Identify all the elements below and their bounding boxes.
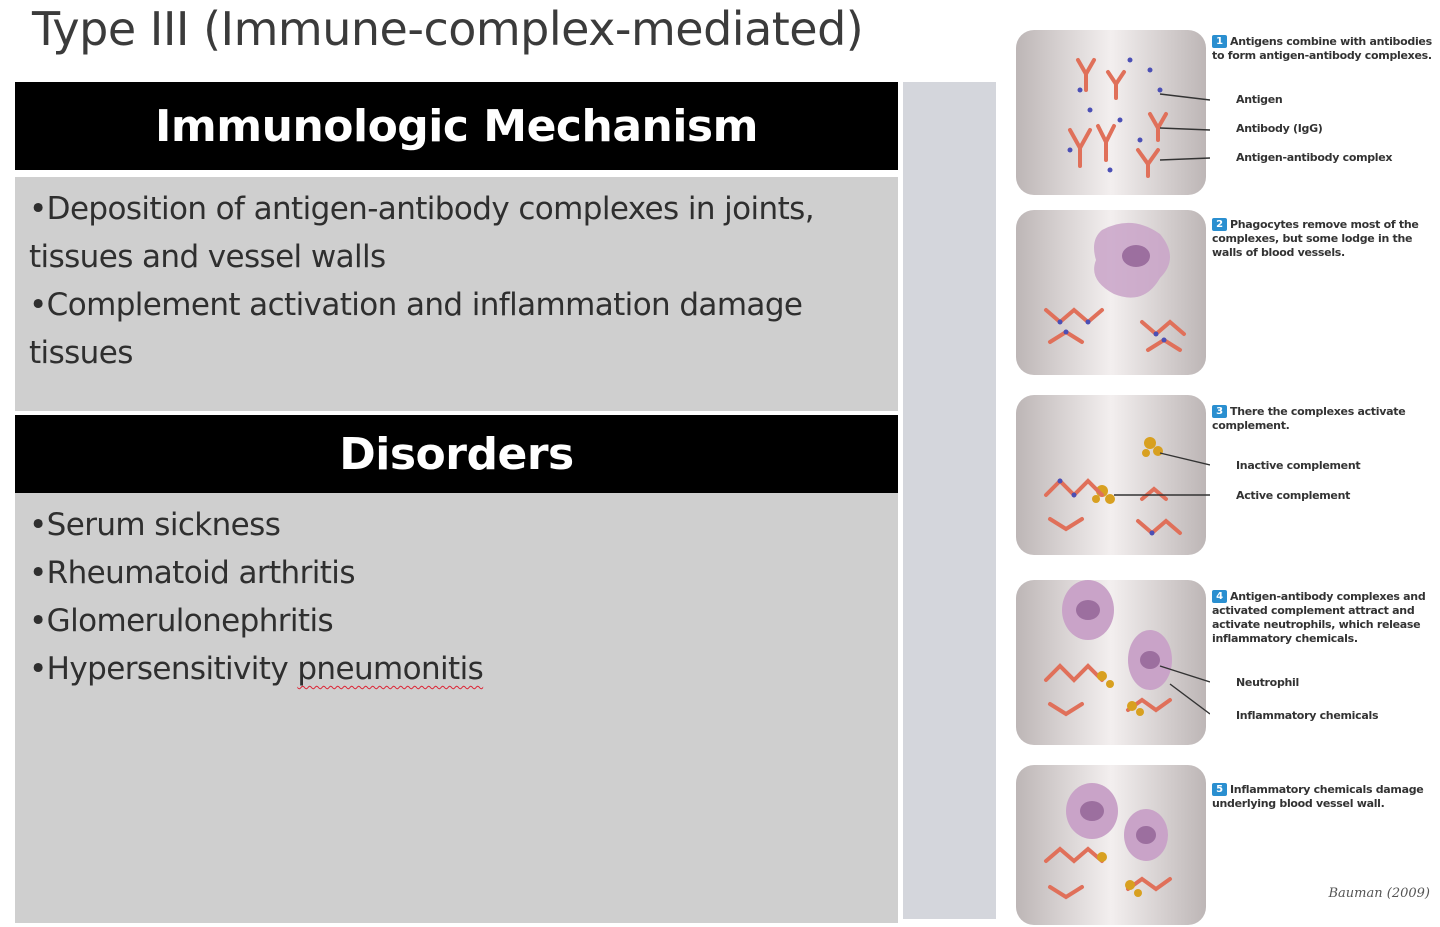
disorders-heading: Disorders	[15, 415, 898, 493]
step-1-illustration	[1016, 30, 1210, 195]
disorders-body: •Serum sickness •Rheumatoid arthritis •G…	[15, 493, 898, 923]
mechanism-body: •Deposition of antigen-antibody complexe…	[15, 177, 898, 411]
step-number-badge: 4	[1212, 590, 1227, 603]
content-panel: Immunologic Mechanism •Deposition of ant…	[15, 82, 898, 923]
disorder-item: •Glomerulonephritis	[29, 603, 334, 639]
disorder-item: •Serum sickness	[29, 507, 281, 543]
disorder-item: •Rheumatoid arthritis	[29, 555, 355, 591]
step-number-badge: 5	[1212, 783, 1227, 796]
mechanism-item: •Deposition of antigen-antibody complexe…	[29, 191, 815, 275]
step-5-illustration	[1016, 765, 1206, 925]
step-number-badge: 3	[1212, 405, 1227, 418]
mechanism-heading: Immunologic Mechanism	[15, 82, 898, 170]
label-active-complement: Active complement	[1236, 489, 1351, 502]
step-3-illustration	[1016, 395, 1210, 555]
label-inactive-complement: Inactive complement	[1236, 459, 1361, 472]
slide-title: Type III (Immune-complex-mediated)	[32, 2, 864, 56]
figure-credit: Bauman (2009)	[1328, 886, 1431, 901]
label-antibody: Antibody (IgG)	[1236, 122, 1323, 135]
step-4-illustration	[1016, 580, 1210, 745]
label-antigen: Antigen	[1236, 93, 1283, 106]
disorder-item: •Hypersensitivity pneumonitis	[29, 645, 886, 693]
disorder-item-prefix: •Hypersensitivity	[29, 651, 298, 687]
step-2-illustration	[1016, 210, 1206, 375]
step-number-badge: 2	[1212, 218, 1227, 231]
label-antigen-antibody-complex: Antigen-antibody complex	[1236, 151, 1393, 164]
spellcheck-flagged-word: pneumonitis	[297, 651, 484, 687]
label-inflammatory-chemicals: Inflammatory chemicals	[1236, 709, 1379, 722]
side-strip	[903, 82, 996, 919]
label-neutrophil: Neutrophil	[1236, 676, 1299, 689]
mechanism-item: •Complement activation and inflammation …	[29, 287, 803, 371]
step-number-badge: 1	[1212, 35, 1227, 48]
